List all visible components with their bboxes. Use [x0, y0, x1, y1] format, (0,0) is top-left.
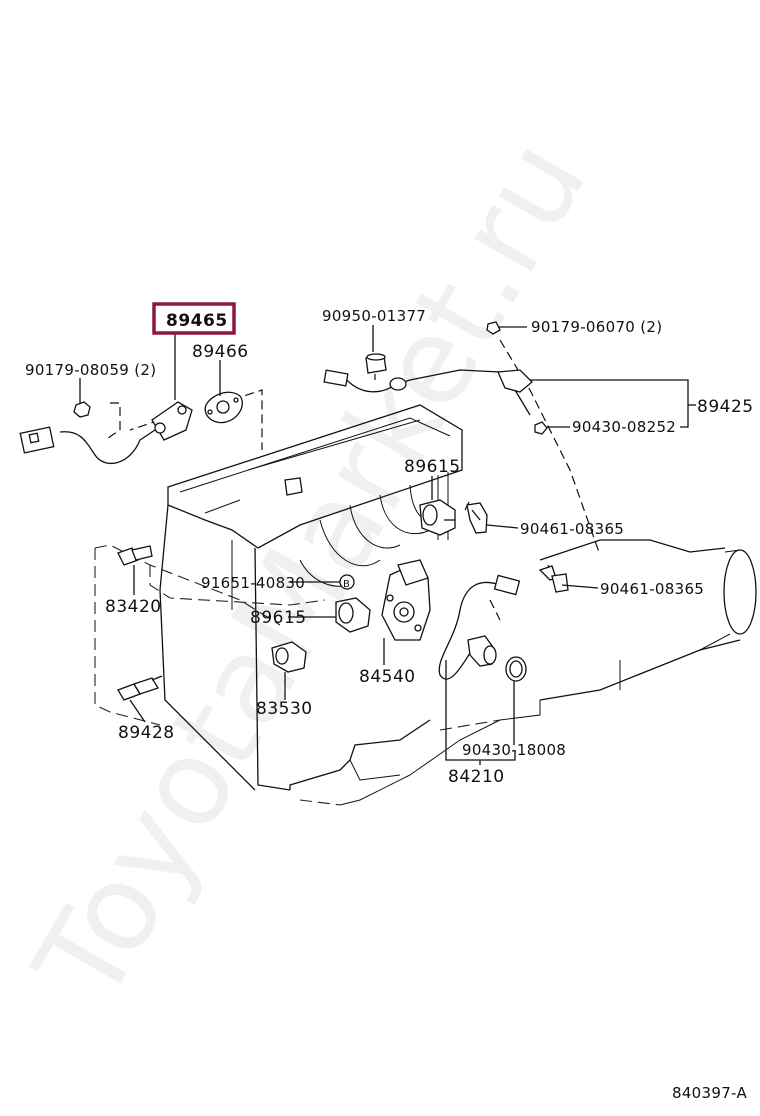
label-90461-08365-b[interactable]: 90461-08365: [600, 580, 704, 598]
clamp-90461-08365-a[interactable]: [466, 502, 488, 534]
grommet-90950-01377[interactable]: [365, 353, 387, 374]
o-ring-90430-18008[interactable]: [505, 656, 527, 682]
switch-84210[interactable]: [438, 574, 521, 680]
label-91651-40830[interactable]: 91651-40830: [201, 574, 305, 592]
sensor-89428[interactable]: [117, 675, 163, 701]
label-89615-mid[interactable]: 89615: [250, 608, 307, 628]
watermark: ToyotaMarket.ru: [9, 117, 614, 1025]
label-90461-08365-a[interactable]: 90461-08365: [520, 520, 624, 538]
washer-90430-08252[interactable]: [534, 421, 548, 435]
sensor-89615-top[interactable]: [419, 499, 456, 536]
switch-84540[interactable]: [381, 559, 431, 641]
label-89425[interactable]: 89425: [697, 397, 754, 417]
label-89615-top[interactable]: 89615: [404, 457, 461, 477]
callout-leaders: [79, 325, 696, 765]
label-89466[interactable]: 89466: [192, 342, 249, 362]
gasket-89466[interactable]: [204, 391, 243, 424]
label-83420[interactable]: 83420: [105, 597, 162, 617]
label-90179-08059[interactable]: 90179-08059 (2): [25, 361, 156, 379]
label-90179-06070[interactable]: 90179-06070 (2): [531, 318, 662, 336]
callout-labels: 89465 89466 90179-08059 (2) 90950-01377 …: [25, 307, 754, 1102]
figure-id: 840397-A: [672, 1084, 747, 1102]
label-90430-08252[interactable]: 90430-08252: [572, 418, 676, 436]
label-89465[interactable]: 89465: [166, 311, 228, 331]
label-90950-01377[interactable]: 90950-01377: [322, 307, 426, 325]
label-89428[interactable]: 89428: [118, 723, 175, 743]
nut-90179-08059[interactable]: [73, 401, 91, 418]
oxygen-sensor-89465[interactable]: [19, 401, 193, 464]
marker-b-label: B: [343, 579, 350, 590]
label-83530[interactable]: 83530: [256, 699, 313, 719]
sensor-83530[interactable]: [271, 641, 307, 673]
label-90430-18008[interactable]: 90430-18008: [462, 741, 566, 759]
label-84210[interactable]: 84210: [448, 767, 505, 787]
highlight-box: [152, 302, 236, 335]
sensor-89615-mid[interactable]: [335, 597, 371, 633]
clip-90179-06070[interactable]: [486, 321, 501, 335]
sensor-83420[interactable]: [117, 545, 153, 566]
label-84540[interactable]: 84540: [359, 667, 416, 687]
cable-89425[interactable]: [323, 369, 533, 416]
plug-91651-40830[interactable]: B: [339, 574, 355, 590]
clamp-90461-08365-b[interactable]: [538, 565, 569, 593]
leader-lines: [94, 339, 601, 806]
